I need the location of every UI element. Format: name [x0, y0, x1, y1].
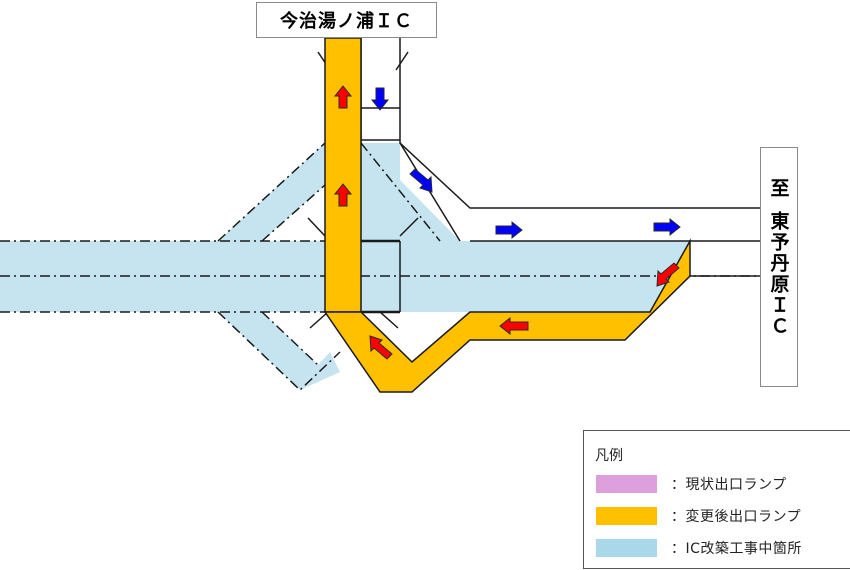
- legend-swatch: [596, 475, 657, 493]
- new-ramp-vertical: [324, 37, 362, 313]
- north-ic-label: 今治湯ノ浦ＩＣ: [256, 2, 437, 38]
- arrow-up-left-icon: [369, 335, 393, 360]
- legend-item-construction: ：IC改築工事中箇所: [596, 537, 802, 559]
- east-to-label: 至: [767, 178, 790, 199]
- legend: 凡例 ：現状出口ランプ ：変更後出口ランプ ：IC改築工事中箇所: [583, 430, 850, 569]
- arrow-up-icon: [333, 85, 353, 109]
- new-exit-ramp: [323, 37, 691, 393]
- new-ramp-loop: [323, 238, 691, 393]
- arrow-up-icon: [333, 183, 353, 207]
- blue-arrows: [370, 87, 681, 240]
- arrow-down-right-icon: [409, 168, 433, 193]
- arrow-down-left-icon: [656, 262, 680, 287]
- red-arrows: [333, 85, 680, 360]
- legend-label: ：IC改築工事中箇所: [671, 541, 802, 557]
- east-ic-name: 東予丹原ＩＣ: [767, 211, 790, 337]
- arrow-left-icon: [499, 316, 529, 336]
- construction-merge: [361, 143, 460, 241]
- legend-item-new-ramp: ：変更後出口ランプ: [596, 505, 801, 527]
- legend-item-current-ramp: ：現状出口ランプ: [596, 473, 787, 495]
- legend-swatch: [596, 507, 657, 525]
- construction-loop-lower: [218, 312, 318, 390]
- legend-label: ：現状出口ランプ: [671, 477, 787, 493]
- legend-label: ：変更後出口ランプ: [671, 509, 802, 525]
- arrow-down-icon: [370, 87, 390, 111]
- legend-title: 凡例: [595, 448, 623, 464]
- legend-swatch: [596, 539, 657, 557]
- east-destination-label: 至 東予丹原ＩＣ: [760, 147, 798, 387]
- arrow-right-icon: [495, 220, 523, 240]
- arrow-right-icon: [653, 217, 681, 237]
